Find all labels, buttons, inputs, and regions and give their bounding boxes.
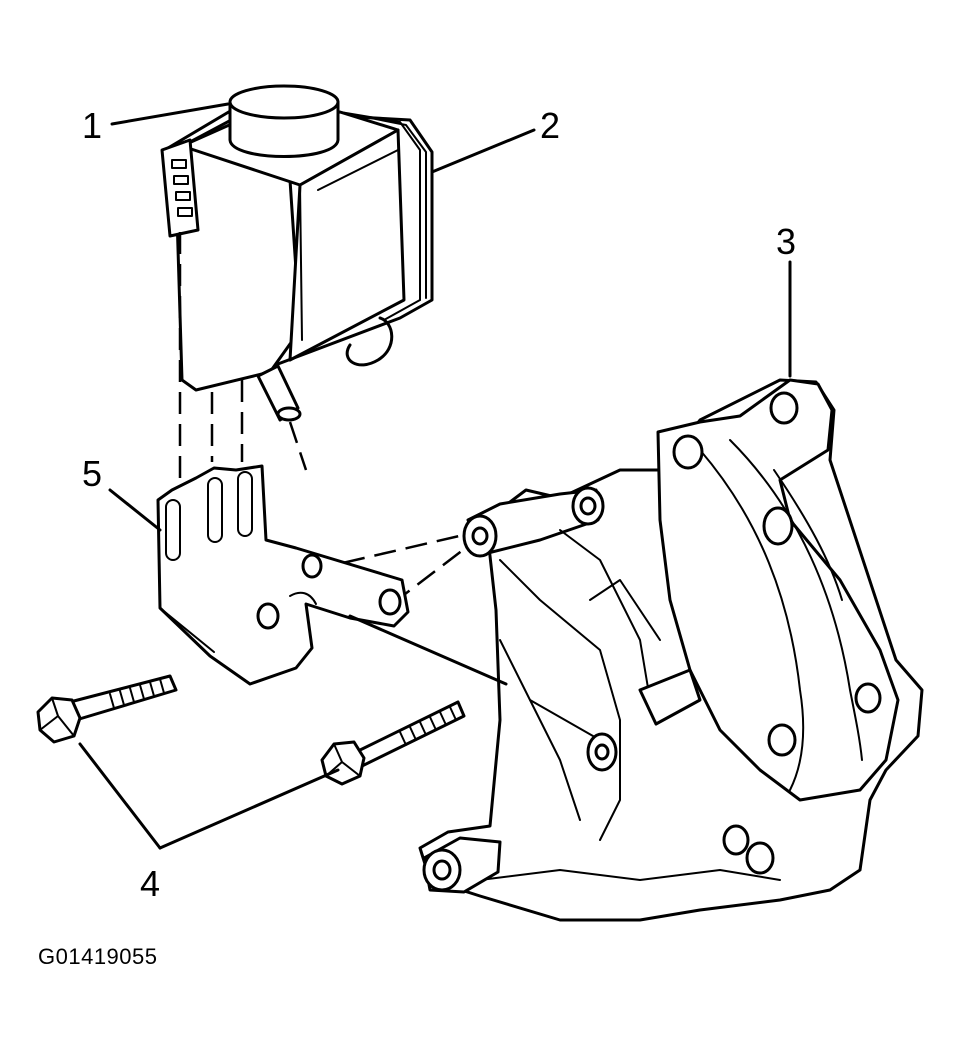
callout-leaders (78, 102, 792, 850)
figure-id: G01419055 (38, 944, 158, 969)
bolt-lower (320, 700, 466, 786)
callout-5: 5 (82, 453, 102, 494)
callout-4: 4 (140, 863, 160, 904)
reservoir-bracket (156, 464, 410, 686)
bolt-upper (36, 674, 178, 744)
pump-mounting-bracket (418, 378, 924, 922)
mounting-bolts (36, 674, 466, 786)
callout-1: 1 (82, 105, 102, 146)
callout-3: 3 (776, 221, 796, 262)
power-steering-reservoir (160, 84, 434, 422)
callout-2: 2 (540, 105, 560, 146)
